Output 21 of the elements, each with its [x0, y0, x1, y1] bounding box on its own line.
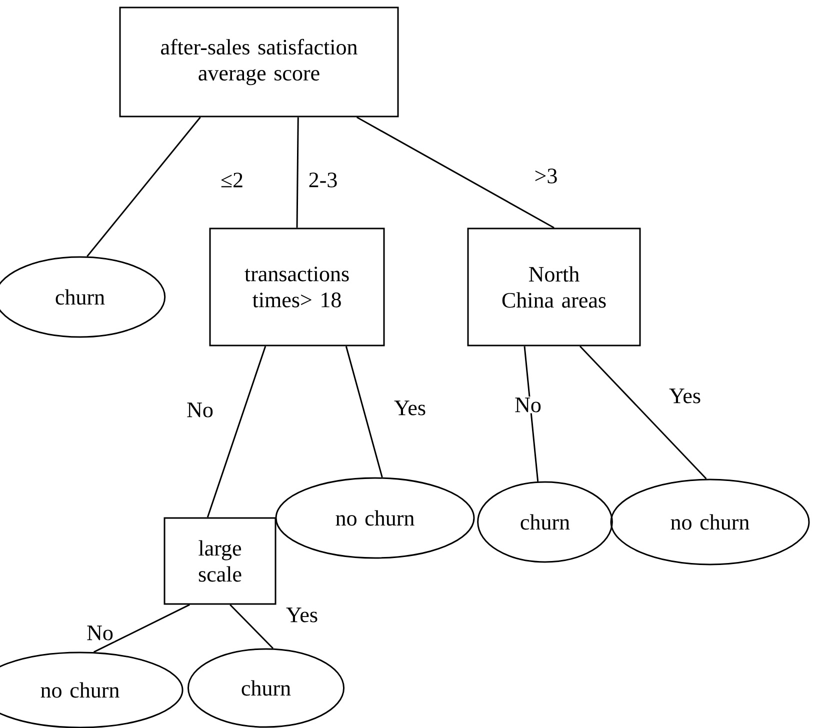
branch-line [86, 116, 201, 257]
edge-label: No [514, 396, 542, 414]
branch-line [230, 604, 274, 649]
decision-box: North China areas [467, 228, 641, 346]
edge-label: Yes [393, 400, 427, 416]
branch-line [206, 346, 266, 518]
branch-line [93, 604, 190, 653]
edge-label: 2-3 [307, 172, 339, 188]
branch-line [296, 117, 299, 228]
branch-line [356, 116, 554, 228]
edge-label: ≤2 [219, 172, 245, 188]
branch-line [345, 346, 383, 478]
edge-label: Yes [285, 606, 319, 624]
edge-label: >3 [533, 168, 559, 184]
edge-label: No [86, 624, 114, 642]
edge-label: Yes [668, 388, 702, 404]
decision-box: large scale [164, 517, 276, 605]
decision-box: transactions times> 18 [209, 228, 385, 346]
decision-box: after-sales satisfaction average score [119, 6, 399, 118]
edge-label: No [186, 402, 214, 418]
branch-line [579, 346, 707, 480]
